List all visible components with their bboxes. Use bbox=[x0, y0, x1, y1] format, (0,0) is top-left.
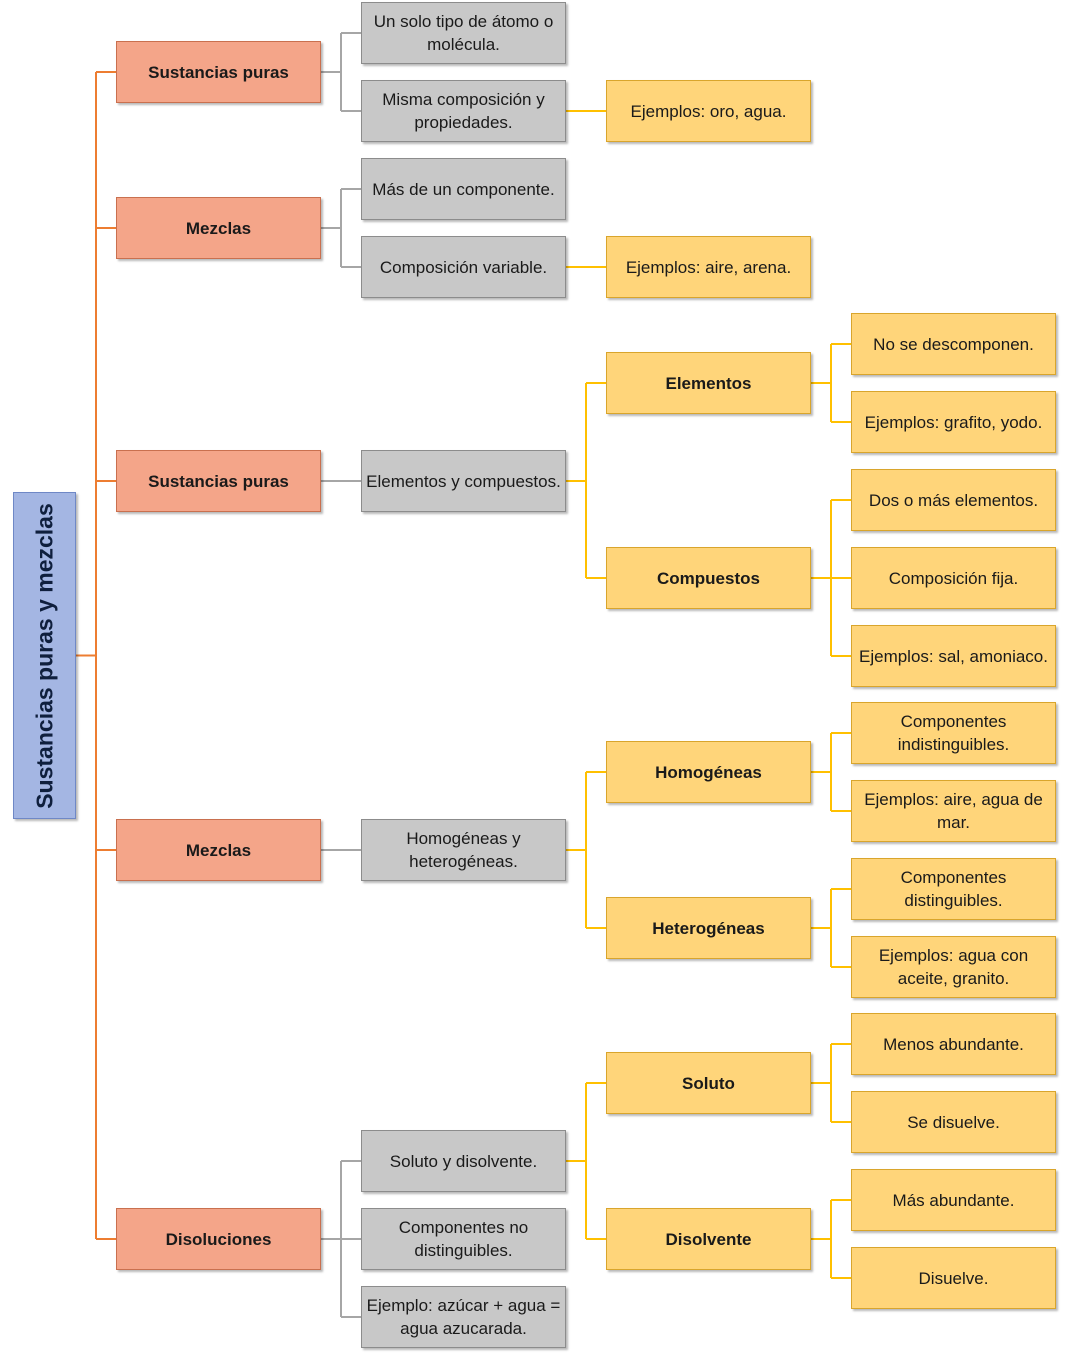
node-ho: Homogéneas bbox=[606, 741, 811, 803]
node-mz2a: Homogéneas y heterogéneas. bbox=[361, 819, 566, 881]
node-label: No se descomponen. bbox=[873, 334, 1034, 354]
node-label: Ejemplos: grafito, yodo. bbox=[864, 412, 1043, 432]
node-label: Composición variable. bbox=[379, 257, 548, 277]
node-so2: Se disuelve. bbox=[851, 1091, 1056, 1153]
node-label: Un solo tipo de átomo o molécula. bbox=[373, 12, 554, 54]
node-label: Componentes indistinguibles. bbox=[897, 712, 1010, 754]
node-mz1: Mezclas bbox=[116, 197, 321, 259]
node-co: Compuestos bbox=[606, 547, 811, 609]
node-sp1: Sustancias puras bbox=[116, 41, 321, 103]
node-label: Ejemplos: oro, agua. bbox=[630, 101, 787, 121]
node-co2: Composición fija. bbox=[851, 547, 1056, 609]
node-label: Componentes no distinguibles. bbox=[398, 1218, 529, 1260]
node-sp1b1: Ejemplos: oro, agua. bbox=[606, 80, 811, 142]
node-mz1a: Más de un componente. bbox=[361, 158, 566, 220]
node-dia: Soluto y disolvente. bbox=[361, 1130, 566, 1192]
node-dib: Componentes no distinguibles. bbox=[361, 1208, 566, 1270]
node-label: Sustancias puras bbox=[148, 471, 289, 491]
node-label: Más de un componente. bbox=[372, 179, 555, 199]
node-el: Elementos bbox=[606, 352, 811, 414]
node-label: Se disuelve. bbox=[907, 1112, 1000, 1132]
node-sp1a: Un solo tipo de átomo o molécula. bbox=[361, 2, 566, 64]
node-label: Disolvente bbox=[665, 1229, 752, 1249]
node-mz1b1: Ejemplos: aire, arena. bbox=[606, 236, 811, 298]
root-node: Sustancias puras y mezclas bbox=[13, 492, 76, 819]
node-sp2a: Elementos y compuestos. bbox=[361, 450, 566, 512]
node-label: Ejemplos: agua con aceite, granito. bbox=[878, 946, 1029, 988]
node-label: Soluto y disolvente. bbox=[389, 1151, 538, 1171]
root-label: Sustancias puras y mezclas bbox=[31, 502, 57, 809]
node-di: Disoluciones bbox=[116, 1208, 321, 1270]
node-label: Homogéneas y heterogéneas. bbox=[406, 829, 521, 871]
node-dic: Ejemplo: azúcar + agua = agua azucarada. bbox=[361, 1286, 566, 1348]
node-label: Soluto bbox=[682, 1073, 735, 1093]
node-ds1: Más abundante. bbox=[851, 1169, 1056, 1231]
node-label: Ejemplo: azúcar + agua = agua azucarada. bbox=[366, 1296, 561, 1338]
node-ds2: Disuelve. bbox=[851, 1247, 1056, 1309]
node-label: Elementos bbox=[665, 373, 752, 393]
node-label: Ejemplos: aire, agua de mar. bbox=[864, 790, 1043, 832]
node-mz1b: Composición variable. bbox=[361, 236, 566, 298]
node-mz2: Mezclas bbox=[116, 819, 321, 881]
node-label: Mezclas bbox=[185, 840, 252, 860]
node-label: Menos abundante. bbox=[883, 1034, 1024, 1054]
node-label: Más abundante. bbox=[892, 1190, 1015, 1210]
node-label: Disoluciones bbox=[165, 1229, 272, 1249]
node-label: Composición fija. bbox=[888, 568, 1019, 588]
node-co3: Ejemplos: sal, amoniaco. bbox=[851, 625, 1056, 687]
node-label: Compuestos bbox=[657, 568, 760, 588]
node-so: Soluto bbox=[606, 1052, 811, 1114]
node-ho2: Ejemplos: aire, agua de mar. bbox=[851, 780, 1056, 842]
node-label: Componentes distinguibles. bbox=[900, 868, 1007, 910]
node-label: Sustancias puras bbox=[148, 62, 289, 82]
node-label: Misma composición y propiedades. bbox=[382, 90, 545, 132]
node-label: Mezclas bbox=[185, 218, 252, 238]
node-sp2: Sustancias puras bbox=[116, 450, 321, 512]
node-ds: Disolvente bbox=[606, 1208, 811, 1270]
node-ho1: Componentes indistinguibles. bbox=[851, 702, 1056, 764]
node-he1: Componentes distinguibles. bbox=[851, 858, 1056, 920]
node-label: Dos o más elementos. bbox=[868, 490, 1039, 510]
node-co1: Dos o más elementos. bbox=[851, 469, 1056, 531]
node-he2: Ejemplos: agua con aceite, granito. bbox=[851, 936, 1056, 998]
node-el2: Ejemplos: grafito, yodo. bbox=[851, 391, 1056, 453]
node-el1: No se descomponen. bbox=[851, 313, 1056, 375]
node-he: Heterogéneas bbox=[606, 897, 811, 959]
node-label: Heterogéneas bbox=[652, 918, 765, 938]
node-label: Elementos y compuestos. bbox=[366, 471, 561, 491]
node-label: Homogéneas bbox=[655, 762, 762, 782]
node-label: Ejemplos: sal, amoniaco. bbox=[859, 646, 1048, 666]
node-so1: Menos abundante. bbox=[851, 1013, 1056, 1075]
node-label: Disuelve. bbox=[918, 1268, 989, 1288]
node-label: Ejemplos: aire, arena. bbox=[625, 257, 792, 277]
node-sp1b: Misma composición y propiedades. bbox=[361, 80, 566, 142]
